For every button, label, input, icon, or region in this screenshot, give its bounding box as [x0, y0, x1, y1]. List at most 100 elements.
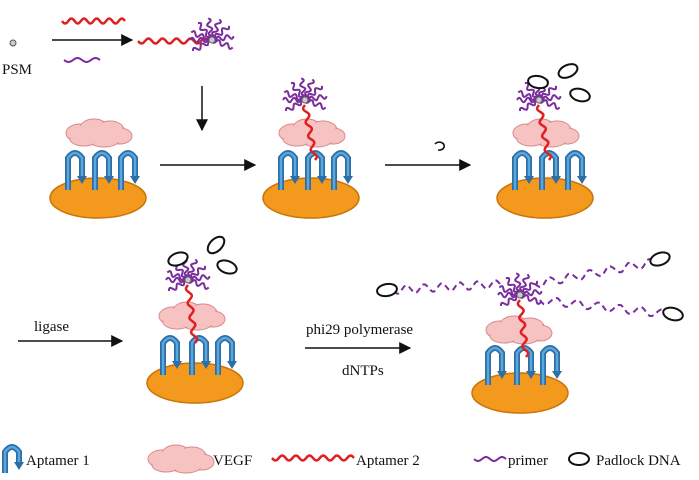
padlock-dna: [216, 259, 238, 275]
aptamer2-conjugated: [137, 37, 209, 45]
primer-strand: [538, 94, 562, 103]
primer-strand: [524, 82, 541, 101]
aptamer1-probe: [331, 150, 353, 190]
primer-strand: [499, 293, 521, 307]
primer-strand: [497, 291, 521, 299]
legend: [2, 444, 590, 474]
psm-core: [184, 276, 192, 284]
vegf-protein: [65, 118, 133, 148]
psm-conjugate: [497, 272, 543, 307]
primer-strand: [304, 99, 327, 110]
aptamer1-probe: [160, 335, 182, 375]
primer-strand: [197, 22, 214, 41]
aptamer1-probe: [540, 345, 562, 385]
padlock-dna: [206, 235, 226, 255]
primer-strand: [538, 85, 557, 102]
padlock-input-icon: [434, 141, 446, 151]
padlock-dna: [376, 282, 398, 298]
aptamer1-probe: [189, 335, 211, 375]
aptamer1-probe: [215, 335, 237, 375]
psm-conjugate-free: [189, 17, 235, 52]
primer-strand: [538, 99, 561, 110]
primer-strand: [518, 98, 540, 112]
psm-core: [516, 291, 524, 299]
rca-product-upper-right: [534, 257, 656, 289]
assembly-step5-rca: [376, 251, 684, 414]
vegf-protein: [512, 118, 580, 148]
aptamer2-strand: [184, 284, 199, 344]
psm-core: [535, 96, 543, 104]
rca-product-lower-right: [539, 296, 668, 318]
aptamer2-icon: [271, 454, 355, 462]
padlock-dna: [557, 63, 579, 79]
aptamer1-probe: [118, 150, 140, 190]
aptamer1-probe: [92, 150, 114, 190]
psm-conjugate: [282, 77, 328, 112]
primer-strand: [187, 265, 206, 282]
primer-strand: [516, 96, 540, 104]
aptamer1-probe: [565, 150, 587, 190]
polymerase-label: phi29 polymerase: [306, 322, 413, 338]
legend-label-aptamer1: Aptamer 1: [26, 453, 90, 469]
primer-strand: [211, 39, 234, 50]
vegf-protein: [158, 301, 226, 331]
primer-strand: [211, 18, 222, 41]
aptamer2-strand: [301, 104, 319, 161]
psm-bead-icon: [9, 39, 17, 47]
psm-core: [208, 36, 216, 44]
aptamer1-probe: [278, 150, 300, 190]
aptamer1-icon: [2, 444, 24, 473]
aptamer1-probe: [485, 345, 507, 385]
vegf-icon: [147, 444, 215, 474]
primer-strand: [519, 294, 542, 305]
padlock-dna: [167, 251, 189, 267]
aptamer2-strand: [535, 104, 553, 161]
primer-strand: [519, 289, 543, 298]
primer-strand: [282, 96, 306, 104]
aptamer2-strand: [516, 299, 530, 358]
legend-label-primer: primer: [508, 453, 548, 469]
primer-strand: [290, 82, 307, 101]
aptamer2-input: [61, 17, 126, 25]
primer-strand: [187, 258, 198, 281]
padlock-dna: [569, 87, 591, 103]
rca-product-left: [392, 279, 501, 295]
primer-strand: [304, 85, 323, 102]
padlock-dna: [527, 74, 549, 90]
vegf-protein: [485, 315, 553, 345]
assembly-step4: [146, 235, 244, 404]
primer-strand: [299, 77, 308, 101]
primer-strand: [211, 34, 235, 43]
primer-strand: [211, 25, 230, 42]
dntps-label: dNTPs: [342, 363, 384, 379]
primer-strand: [187, 279, 210, 290]
assembly-step2: [262, 77, 360, 219]
padlock-dna: [649, 251, 671, 267]
primer-strand: [187, 274, 211, 283]
vegf-protein: [278, 118, 346, 148]
primer-strand: [191, 38, 213, 52]
legend-label-aptamer2: Aptamer 2: [356, 453, 420, 469]
primer-strand: [206, 17, 215, 41]
assembly-step1: [49, 118, 147, 219]
aptamer1-probe: [65, 150, 87, 190]
primer-strand: [519, 280, 538, 297]
primer-strand: [304, 94, 328, 103]
legend-label-padlock-dna: Padlock DNA: [596, 453, 681, 469]
primer-strand: [514, 272, 523, 296]
primer-strand: [167, 278, 189, 292]
aptamer1-probe: [512, 150, 534, 190]
psm-core: [301, 96, 309, 104]
primer-strand: [519, 273, 530, 296]
primer-strand: [189, 36, 213, 44]
primer-icon: [473, 456, 507, 462]
primer-strand: [284, 98, 306, 112]
primer-strand: [505, 277, 522, 296]
ligase-label: ligase: [34, 319, 69, 335]
legend-label-vegf: VEGF: [213, 453, 252, 469]
primer-input: [63, 57, 101, 63]
padlock-dna: [662, 306, 684, 322]
primer-strand: [165, 276, 189, 284]
psm-label: PSM: [2, 62, 32, 78]
